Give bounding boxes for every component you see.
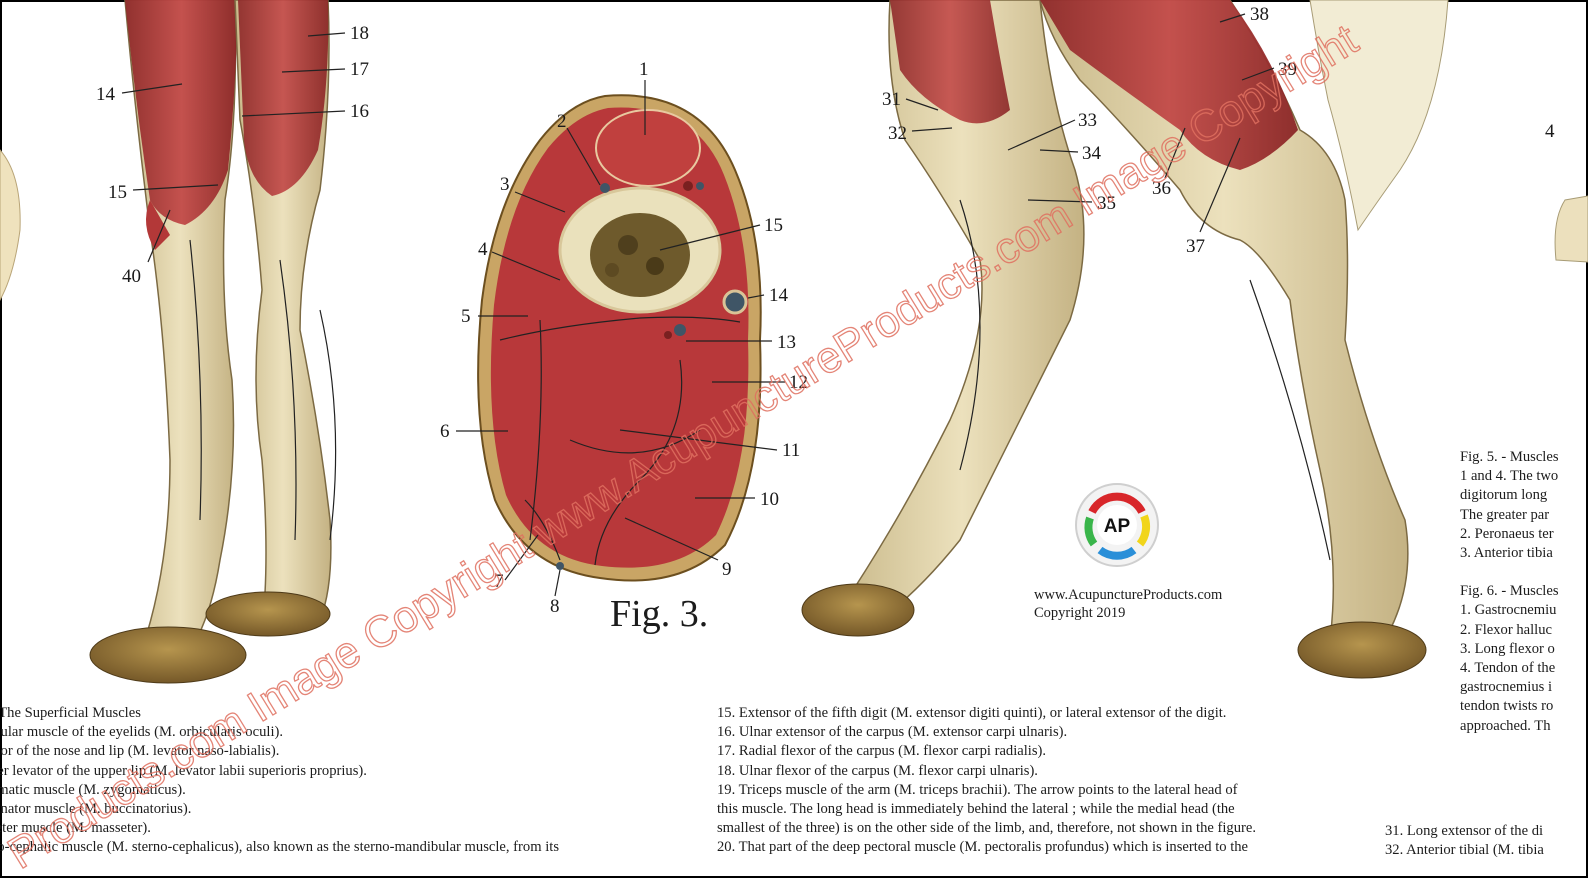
legend-left-line: per levator of the upper lip (M. levator… [0, 762, 367, 779]
label-1: 1 [639, 59, 649, 80]
legend-right-line: gastrocnemius i [1460, 679, 1553, 696]
legend-br-line: 31. Long extensor of the di [1385, 823, 1544, 839]
label-left-40: 40 [122, 266, 141, 287]
label-7: 7 [494, 571, 504, 592]
legend-mid-line: this muscle. The long head is immediatel… [717, 801, 1235, 818]
legend-right-line: Fig. 5. - Muscles [1460, 449, 1559, 465]
label-11: 11 [782, 440, 800, 461]
label-39: 39 [1278, 59, 1297, 80]
label-left-17: 17 [350, 59, 369, 80]
label-right-4: 4 [1545, 121, 1555, 142]
figure-title: Fig. 3. [610, 593, 709, 635]
label-35: 35 [1097, 193, 1116, 214]
logo-text: AP [1104, 516, 1131, 537]
legend-right-line: tendon twists ro [1460, 698, 1554, 715]
right-hindlegs [801, 0, 1588, 679]
label-3: 3 [500, 174, 510, 195]
legend-right: Fig. 5. - Muscles 1 and 4. The two digit… [1460, 448, 1588, 736]
label-36: 36 [1152, 178, 1171, 199]
legend-right-line: 3. Anterior tibia [1460, 545, 1553, 562]
legend-mid-line: 18. Ulnar flexor of the carpus (M. flexo… [717, 762, 1038, 779]
legend-right-line: digitorum long [1460, 487, 1548, 504]
legend-right-line: The greater par [1460, 506, 1550, 523]
legend-left-line: omatic muscle (M. zygomaticus). [0, 781, 186, 798]
partial-head-edge [0, 149, 21, 302]
label-10: 10 [760, 489, 779, 510]
label-12: 12 [789, 372, 808, 393]
label-8: 8 [550, 596, 560, 617]
label-6: 6 [440, 421, 450, 442]
label-15: 15 [764, 215, 783, 236]
label-left-14: 14 [96, 84, 116, 105]
legend-right-line: 2. Peronaeus ter [1460, 525, 1554, 542]
legend-right-line: approached. Th [1460, 717, 1551, 734]
credit-url: www.AcupunctureProducts.com [1034, 587, 1223, 603]
legend-br-line: 32. Anterior tibial (M. tibia [1385, 842, 1544, 859]
label-left-16: 16 [350, 101, 369, 122]
legend-right-line: 2. Flexor halluc [1460, 621, 1553, 638]
label-2: 2 [557, 111, 567, 132]
label-31: 31 [882, 89, 901, 110]
label-38: 38 [1250, 4, 1269, 25]
legend-right-line: 1. Gastrocnemiu [1460, 602, 1557, 619]
label-14: 14 [769, 285, 789, 306]
legend-bottom-right: 31. Long extensor of the di 32. Anterior… [1385, 822, 1588, 860]
legend-mid-line: 15. Extensor of the fifth digit (M. exte… [717, 705, 1227, 721]
label-13: 13 [777, 332, 796, 353]
label-34: 34 [1082, 143, 1102, 164]
label-5: 5 [461, 306, 471, 327]
legend-right-line: 1 and 4. The two [1460, 468, 1559, 485]
legend-left-line: icular muscle of the eyelids (M. orbicul… [0, 724, 284, 741]
legend-mid-line: smallest of the three) is on the other s… [717, 820, 1257, 837]
legend-mid-line: 19. Triceps muscle of the arm (M. tricep… [717, 781, 1238, 798]
label-32: 32 [888, 123, 907, 144]
left-forelegs [89, 0, 337, 684]
legend-right-line: 4. Tendon of the [1460, 660, 1556, 677]
legend-mid-line: 16. Ulnar extensor of the carpus (M. ext… [717, 724, 1068, 741]
legend-left-line: - The Superficial Muscles [0, 705, 141, 721]
legend-right-line: 3. Long flexor o [1460, 640, 1555, 657]
cross-section-fig3 [477, 94, 762, 582]
label-4: 4 [478, 239, 488, 260]
legend-left: - The Superficial Muscles icular muscle … [0, 704, 680, 858]
label-9: 9 [722, 559, 732, 580]
legend-right-line: Fig. 6. - Muscles [1460, 583, 1559, 600]
legend-mid-line: 20. That part of the deep pectoral muscl… [717, 839, 1249, 856]
legend-left-line: no-cephalic muscle (M. sterno-cephalicus… [0, 839, 559, 856]
legend-mid-line: 17. Radial flexor of the carpus (M. flex… [717, 743, 1047, 760]
label-leaders [121, 13, 1275, 597]
legend-middle: 15. Extensor of the fifth digit (M. exte… [717, 704, 1256, 858]
label-left-18: 18 [350, 23, 369, 44]
label-left-15: 15 [108, 182, 127, 203]
legend-left-line: cinator muscle (M. buccinatorius). [0, 801, 192, 818]
legend-right-spacer [1460, 563, 1588, 582]
acupuncture-products-logo: AP [1075, 483, 1159, 567]
figure-labels: 1 2 3 4 5 6 7 8 9 10 11 12 13 14 15 14 1… [96, 4, 1555, 617]
credit-block: www.AcupunctureProducts.com Copyright 20… [1034, 586, 1222, 622]
label-33: 33 [1078, 110, 1097, 131]
legend-left-line: ator of the nose and lip (M. levator nas… [0, 743, 280, 760]
legend-left-line: seter muscle (M. masseter). [0, 820, 151, 837]
label-37: 37 [1186, 236, 1205, 257]
credit-copyright: Copyright 2019 [1034, 605, 1126, 621]
